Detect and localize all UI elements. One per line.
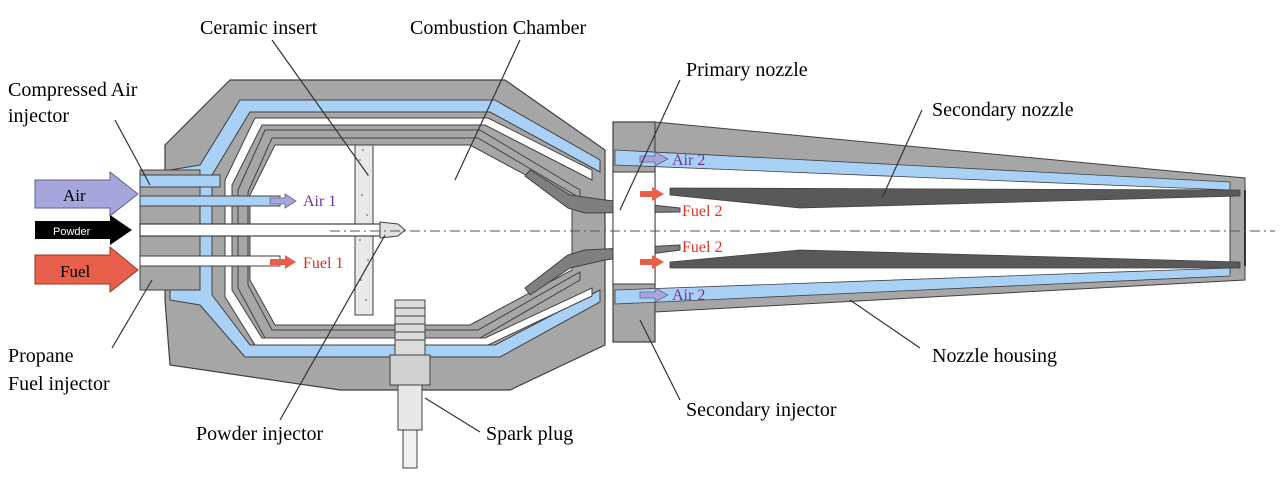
primary-nozzle-upper (524, 169, 681, 214)
label-spark-plug: Spark plug (486, 423, 573, 445)
leader-powder (279, 234, 386, 421)
label-propane-1: Propane (8, 345, 74, 367)
powder-input-label: Powder (53, 226, 91, 238)
secondary-injector-gap (612, 171, 656, 285)
air1-label: Air 1 (303, 193, 336, 210)
leader-combustion (454, 39, 521, 181)
air2-top-label: Air 2 (672, 152, 705, 169)
label-secondary-injector: Secondary injector (686, 399, 837, 421)
leader-ceramic (271, 39, 369, 176)
fuel-input-arrow: Fuel (34, 245, 139, 294)
air-input-arrow: Air (34, 170, 139, 218)
fuel1-arrow (270, 255, 296, 269)
leader-spark (424, 397, 481, 433)
fuel2-bottom-label: Fuel 2 (682, 239, 722, 256)
label-secondary-nozzle: Secondary nozzle (932, 99, 1074, 121)
label-powder-injector: Powder injector (196, 423, 324, 445)
fuel1-label: Fuel 1 (303, 255, 343, 272)
leader-nozzle-housing (849, 299, 921, 349)
powder-input-arrow: Powder (35, 215, 132, 245)
secondary-nozzle-upper (669, 187, 1241, 209)
fuel2-top-arrow (640, 187, 664, 201)
fuel-tube (139, 255, 281, 267)
air-channel (169, 99, 601, 358)
spark-plug (389, 299, 431, 469)
air2-bottom-arrow (639, 287, 669, 303)
secondary-nozzle-lower (669, 249, 1241, 269)
air-input-label: Air (63, 186, 86, 205)
fuel2-top-label: Fuel 2 (682, 203, 722, 220)
leader-primary (619, 79, 681, 211)
air1-arrow (269, 193, 297, 209)
fuel2-bottom-arrow (640, 255, 664, 269)
fuel-input-label: Fuel (60, 262, 91, 281)
leader-propane (111, 279, 153, 349)
leader-secondary-injector (639, 319, 681, 401)
powder-injector-tip (379, 221, 406, 239)
label-propane-2: Fuel injector (8, 373, 110, 395)
label-combustion-chamber: Combustion Chamber (410, 17, 586, 39)
leader-compressed-air (114, 119, 151, 186)
air-inlet-upper (139, 174, 221, 188)
air-tube (139, 195, 281, 207)
label-nozzle-housing: Nozzle housing (932, 345, 1057, 367)
primary-nozzle-lower (524, 244, 681, 296)
air2-bottom-label: Air 2 (672, 287, 705, 304)
label-ceramic-insert: Ceramic insert (200, 17, 318, 39)
powder-tube (139, 223, 381, 237)
label-primary-nozzle: Primary nozzle (686, 59, 808, 81)
combustion-chamber-space (249, 144, 573, 326)
label-compressed-air-2: injector (8, 105, 69, 127)
label-compressed-air-1: Compressed Air (8, 79, 138, 101)
nozzle-air-channel-lower (614, 267, 1231, 305)
leader-secondary-nozzle (881, 109, 923, 199)
